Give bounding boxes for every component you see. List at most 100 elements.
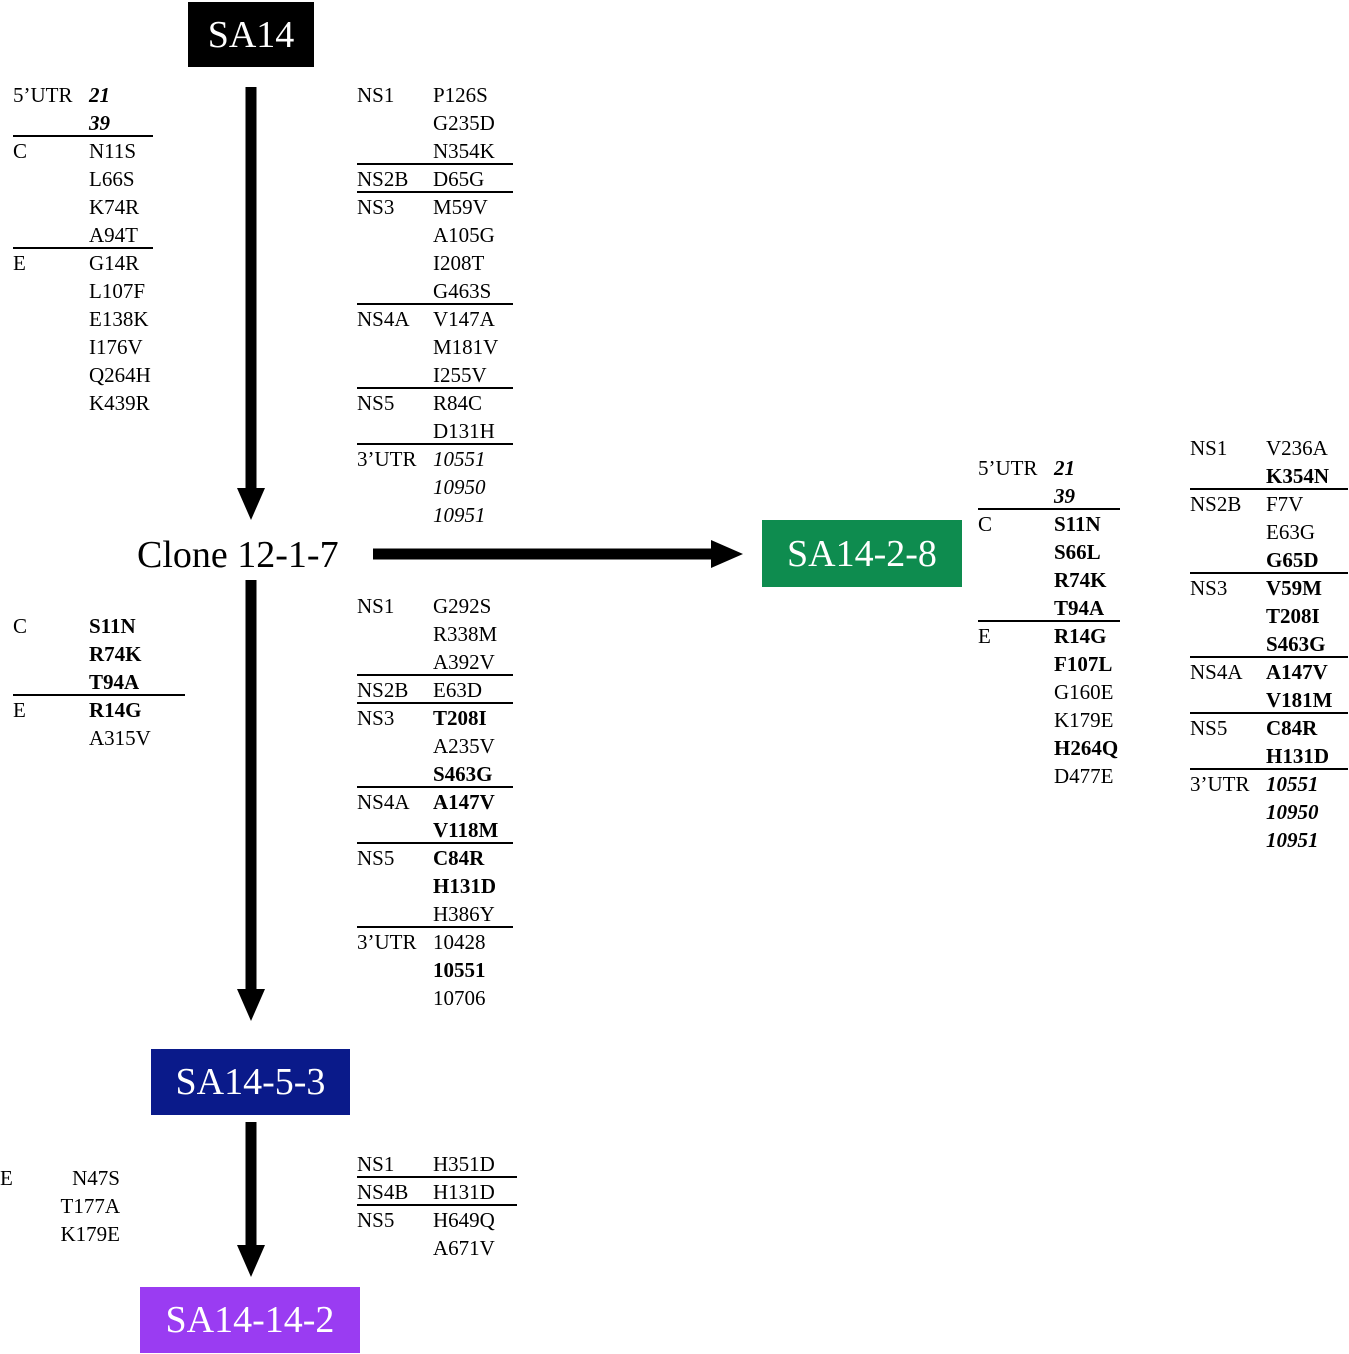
mutation-row: 10551 [357, 956, 513, 984]
mutation-label: I208T [433, 251, 485, 275]
mutation-label: N11S [89, 139, 137, 163]
gene-label: E [0, 1166, 13, 1190]
gene-label [357, 984, 433, 1012]
mutation-row: E63G [1190, 518, 1348, 546]
mutation-row: H131D [1190, 742, 1348, 770]
gene-label [357, 760, 433, 786]
mutation-row: L66S [13, 165, 153, 193]
gene-label [357, 900, 433, 926]
mutation-label: 39 [1054, 484, 1075, 508]
mutation-label: Q264H [89, 363, 151, 387]
mutation-label: K179E [60, 1222, 121, 1246]
gene-label: NS4A [357, 790, 410, 814]
mutation-row: G463S [357, 277, 513, 305]
node-clone-12-1-7: Clone 12-1-7 [137, 536, 339, 574]
gene-label [357, 361, 433, 387]
mutation-label: N354K [433, 139, 495, 163]
mutation-row: K179E [978, 706, 1120, 734]
mutation-label: H351D [433, 1152, 495, 1176]
mutation-label: A147V [1266, 660, 1328, 684]
mutation-label: H131D [433, 874, 496, 898]
gene-label: NS1 [357, 594, 395, 618]
arrow-clone-to-sa14-5-3-head [237, 989, 265, 1021]
gene-label [1190, 742, 1266, 768]
mutation-row: A392V [357, 648, 513, 676]
gene-label [1190, 518, 1266, 546]
gene-label [357, 501, 433, 529]
gene-label [357, 473, 433, 501]
mutation-row: NS3 V59M [1190, 574, 1348, 602]
gene-label [357, 872, 433, 900]
mutation-row: T208I [1190, 602, 1348, 630]
mutation-row: 10950 [357, 473, 513, 501]
gene-label [978, 650, 1054, 678]
gene-label: 3’UTR [1190, 772, 1250, 796]
gene-label [1190, 826, 1266, 854]
arrow-clone-to-sa14-2-8-head [711, 540, 743, 568]
gene-label [357, 417, 433, 443]
gene-label: NS1 [357, 83, 395, 107]
mutation-row: A105G [357, 221, 513, 249]
gene-label [357, 956, 433, 984]
mutation-label: E63D [433, 678, 482, 702]
mutation-row: T94A [13, 668, 185, 696]
mutation-label: S66L [1054, 540, 1101, 564]
mutation-label: K179E [1054, 708, 1114, 732]
mutation-label: V59M [1266, 576, 1322, 600]
mutation-row: 10951 [357, 501, 513, 529]
mutation-row: 3’UTR 10551 [1190, 770, 1348, 798]
gene-label [13, 333, 89, 361]
node-sa14-label: SA14 [207, 13, 295, 56]
gene-label [1190, 630, 1266, 656]
arrow-sa14-5-3-to-sa14-14-2 [237, 1122, 265, 1277]
mutation-label: 10551 [1266, 772, 1319, 796]
mutation-row: K439R [13, 389, 153, 417]
gene-label: NS4A [357, 307, 410, 331]
mutation-label: A315V [89, 726, 151, 750]
gene-label: NS3 [1190, 576, 1228, 600]
gene-label [357, 620, 433, 648]
gene-label [978, 734, 1054, 762]
node-sa14-5-3-label: SA14-5-3 [175, 1061, 326, 1103]
mutation-row: R74K [13, 640, 185, 668]
gene-label [357, 333, 433, 361]
mutation-label: D477E [1054, 764, 1114, 788]
mutation-label: A94T [89, 223, 138, 247]
gene-label [13, 640, 89, 668]
mutation-label: R338M [433, 622, 498, 646]
gene-label: 5’UTR [978, 456, 1038, 480]
mutation-row: G235D [357, 109, 513, 137]
mutation-label: M181V [433, 335, 499, 359]
node-sa14-2-8-label: SA14-2-8 [787, 532, 937, 575]
mutation-label: G463S [433, 279, 492, 303]
mutation-row: 10950 [1190, 798, 1348, 826]
mutation-label: K439R [89, 391, 150, 415]
mutation-label: 10950 [433, 475, 486, 499]
mutation-label: C84R [433, 846, 485, 870]
mutation-label: L66S [89, 167, 135, 191]
gene-label [1190, 798, 1266, 826]
gene-label [1190, 546, 1266, 572]
mutation-row: D477E [978, 762, 1120, 790]
gene-label: NS1 [1190, 436, 1228, 460]
arrow-group [237, 87, 743, 1277]
mutation-label: K354N [1266, 464, 1329, 488]
mutation-label: F107L [1054, 652, 1113, 676]
mutation-label: A392V [433, 650, 495, 674]
mutation-row: A235V [357, 732, 513, 760]
mutation-row: G160E [978, 678, 1120, 706]
mutation-row: S66L [978, 538, 1120, 566]
